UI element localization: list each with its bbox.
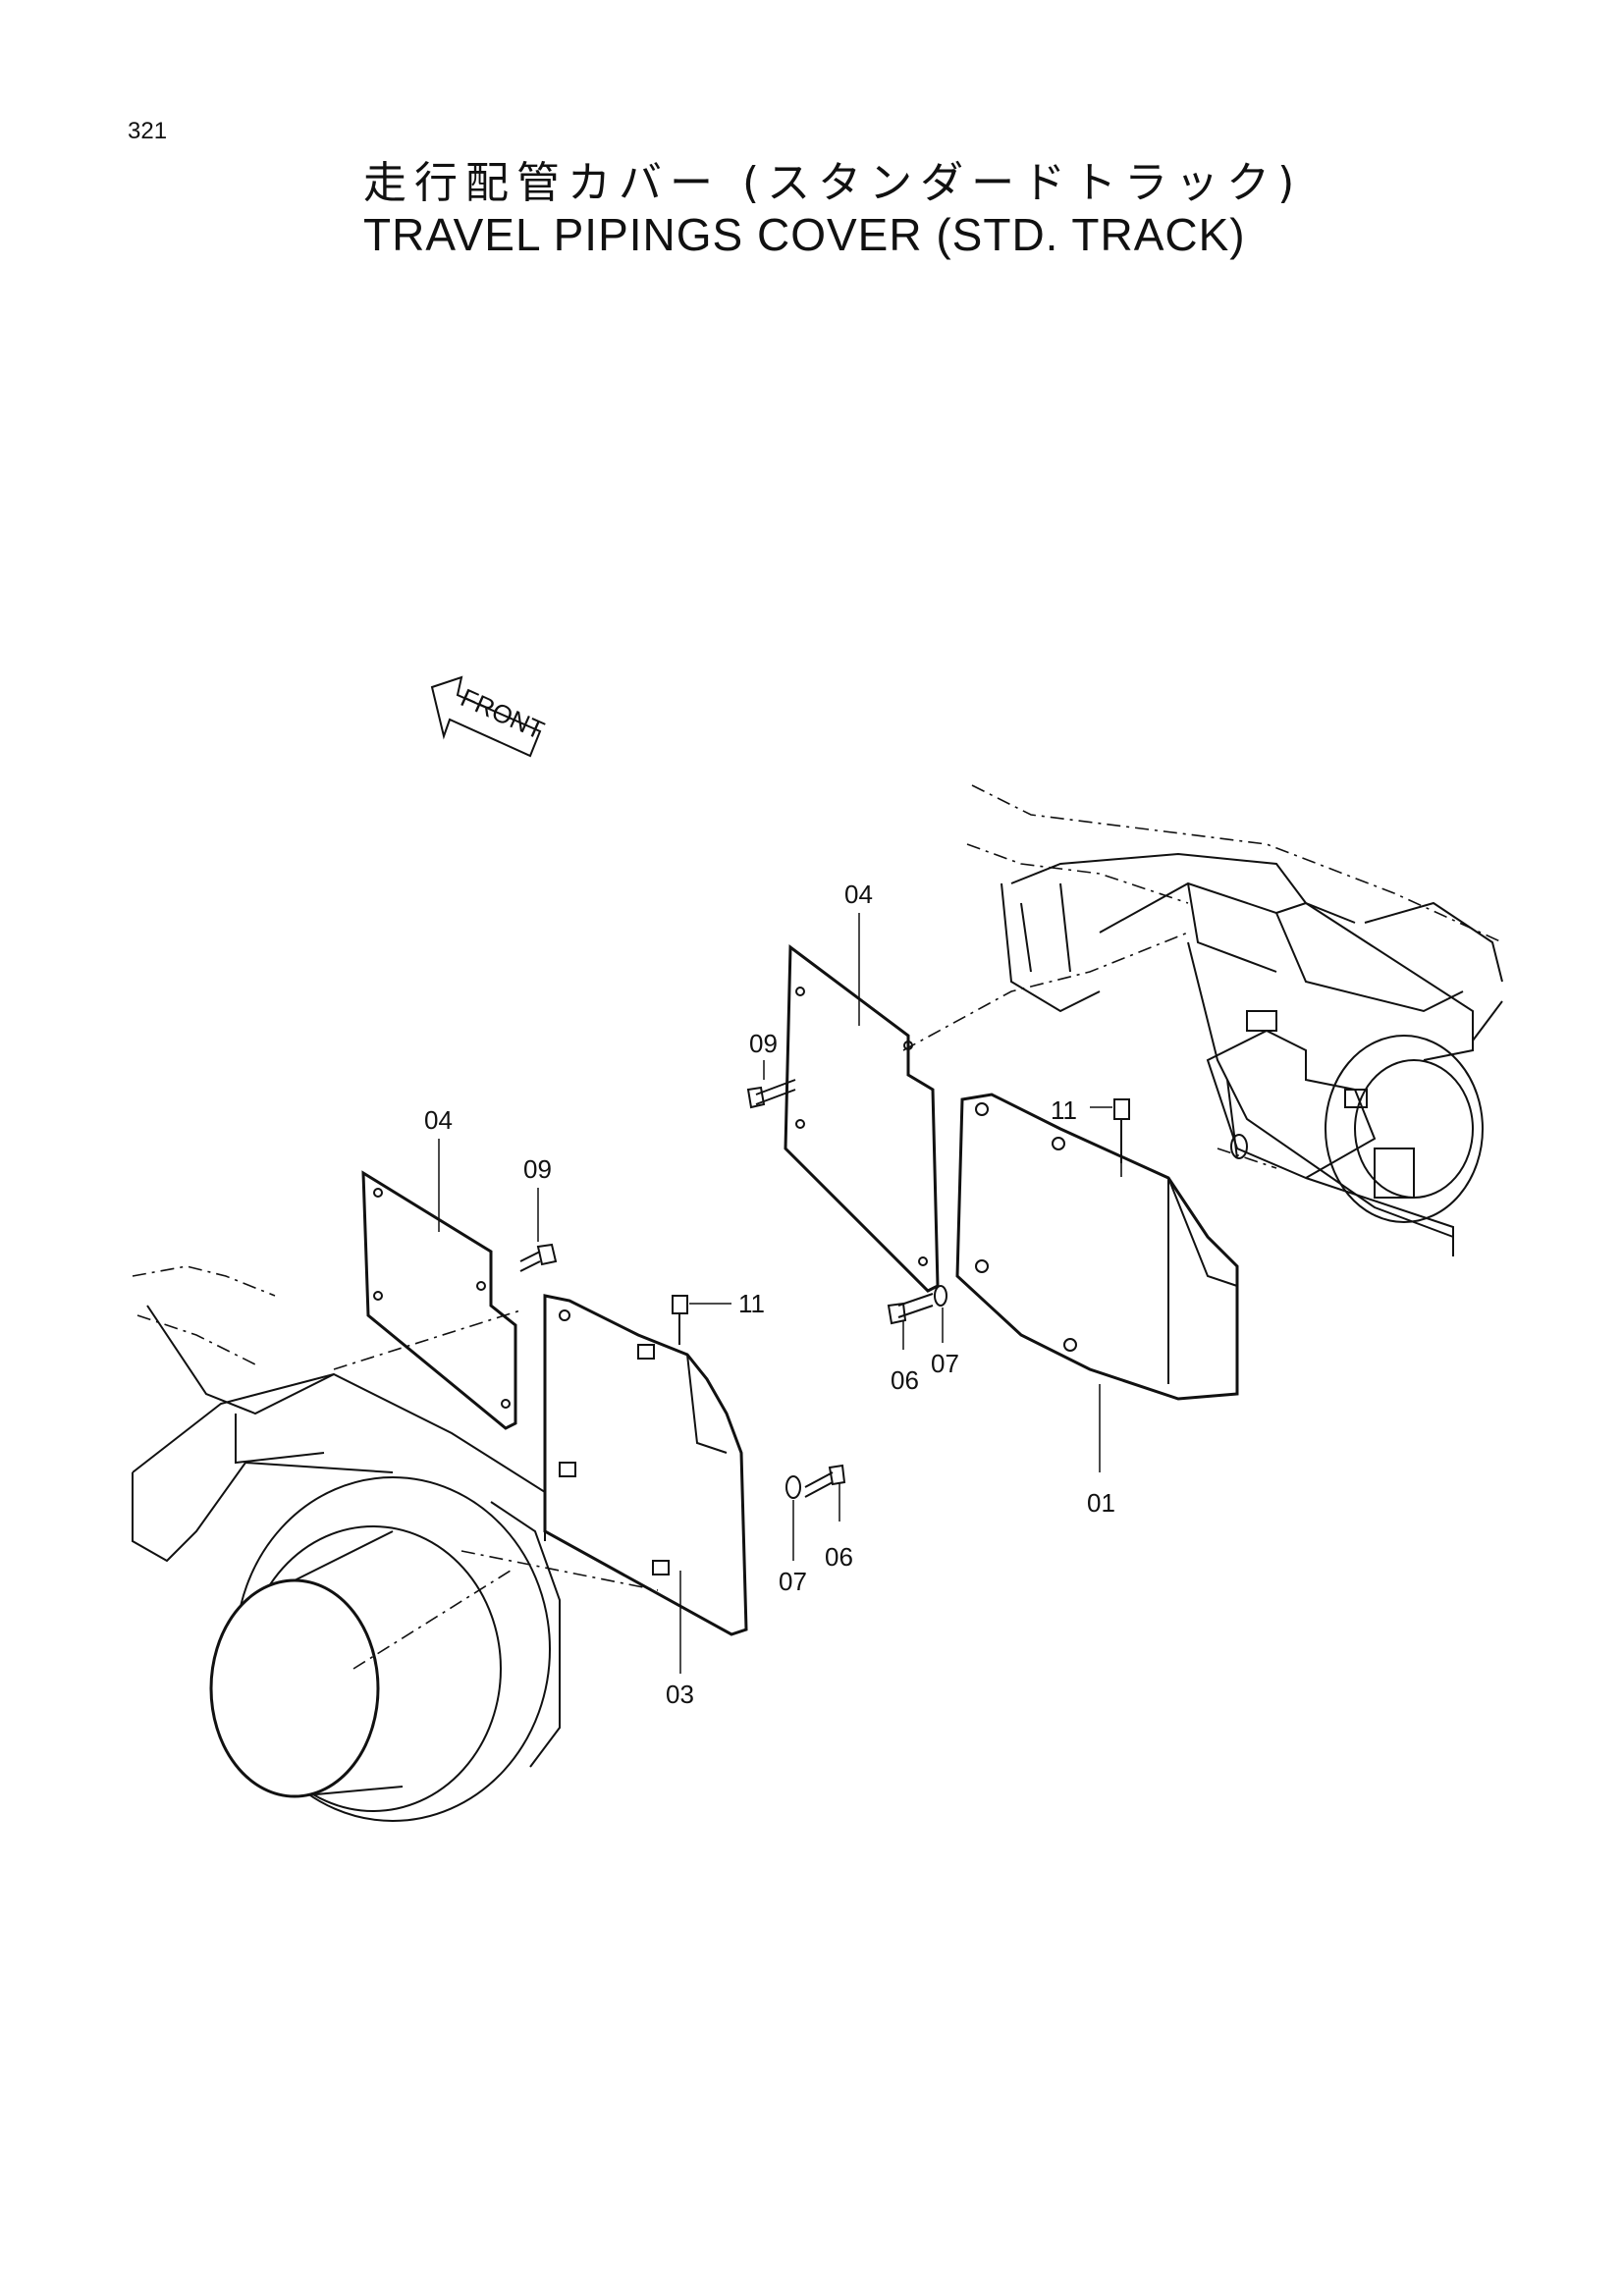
callout-09-right: 09 — [749, 1029, 778, 1058]
callout-07-left: 07 — [779, 1567, 807, 1596]
title-english: TRAVEL PIPINGS COVER (STD. TRACK) — [363, 209, 1246, 260]
cover-plate-04-right — [784, 932, 1189, 1293]
callout-04-left: 04 — [424, 1105, 453, 1135]
cover-03 — [543, 1294, 748, 1674]
callout-07-right: 07 — [931, 1349, 959, 1378]
front-arrow-label: FRONT — [457, 682, 549, 745]
callout-09-left: 09 — [523, 1154, 552, 1184]
callout-04-right: 04 — [844, 880, 873, 909]
title-japanese: 走行配管カバー (スタンダードトラック) — [363, 158, 1303, 208]
callout-labels: 04 09 11 06 07 01 04 09 11 07 06 03 — [424, 880, 1115, 1709]
front-arrow: FRONT — [430, 675, 549, 758]
callout-03: 03 — [666, 1680, 694, 1709]
callout-11-left: 11 — [738, 1289, 765, 1318]
left-fasteners — [519, 1243, 846, 1561]
cover-plate-04-left — [361, 1170, 517, 1430]
left-frame-assembly — [132, 1265, 659, 1822]
right-frame-assembly — [966, 784, 1503, 1256]
page-number: 321 — [128, 118, 168, 144]
right-fasteners — [746, 1079, 1277, 1325]
leader-lines — [438, 913, 1112, 1522]
callout-11-right: 11 — [1051, 1095, 1077, 1125]
callout-01: 01 — [1087, 1488, 1115, 1518]
callout-06-left: 06 — [825, 1542, 853, 1572]
callout-06-right: 06 — [891, 1365, 919, 1395]
cover-01 — [955, 1093, 1239, 1472]
